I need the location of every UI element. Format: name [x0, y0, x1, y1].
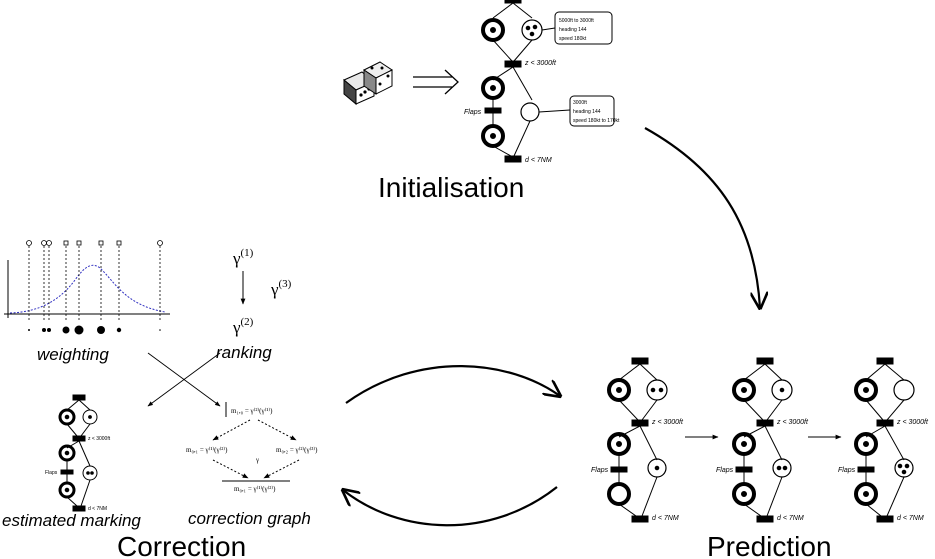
- graph-node-mid: γ: [255, 456, 259, 464]
- marking-guard-distance: d < 7NM: [88, 506, 107, 512]
- arrow-correction-to-prediction: [345, 365, 560, 404]
- graph-node-top: m₁,₀ = γ⁽²⁾(γ⁽¹⁾): [231, 407, 273, 415]
- pred2-guard-altitude: z < 3000ft: [776, 419, 809, 426]
- init-box-1-line-2: heading 144: [559, 27, 587, 33]
- estimated-marking-label: estimated marking: [2, 511, 141, 530]
- estimated-marking-petri-net: [58, 394, 98, 512]
- implies-arrow: [413, 69, 459, 95]
- init-guard-altitude: z < 3000ft: [524, 60, 557, 67]
- arrow-init-to-prediction: [644, 127, 760, 308]
- graph-edge-left-bottom: [212, 459, 249, 479]
- prediction-petri-net-1: [607, 357, 668, 523]
- pred1-guard-altitude: z < 3000ft: [651, 419, 684, 426]
- init-box-2: 3000ft heading 144 speed 180kt to 170kt: [569, 95, 620, 127]
- graph-node-bottom: m₀,₁ = γ⁽¹⁾(γ⁽²⁾): [234, 485, 276, 493]
- ranking-label: ranking: [216, 343, 272, 362]
- init-guard-distance: d < 7NM: [525, 157, 552, 164]
- pred2-flaps-label: Flaps: [716, 467, 734, 474]
- prediction-petri-net-2: [732, 357, 793, 523]
- init-petri-net: [481, 0, 571, 163]
- init-box-1-line-1: 5000ft to 3000ft: [559, 18, 594, 24]
- pred2-guard-distance: d < 7NM: [777, 515, 804, 522]
- correction-title: Correction: [117, 531, 246, 559]
- pred3-guard-altitude: z < 3000ft: [896, 419, 929, 426]
- correction-section: weighting γ(1) γ(3) γ(2) ranking: [2, 240, 318, 559]
- gamma-2: γ(2): [232, 316, 254, 337]
- prediction-petri-net-3: [854, 357, 915, 523]
- weighting-label: weighting: [37, 345, 109, 364]
- init-box-2-line-2: heading 144: [573, 109, 601, 115]
- prediction-section: z < 3000ft Flaps d < 7NM z < 3000ft Flap…: [591, 357, 929, 559]
- correction-graph: m₁,₀ = γ⁽²⁾(γ⁽¹⁾) m₀,₁ = γ⁽¹⁾(γ⁽²⁾) m₀,₂…: [186, 402, 318, 493]
- graph-node-right: m₀,₂ = γ⁽²⁾(γ⁽³⁾): [276, 446, 318, 454]
- pred3-guard-distance: d < 7NM: [897, 515, 924, 522]
- initialisation-title: Initialisation: [378, 172, 524, 203]
- weighting-plot: [4, 240, 170, 335]
- cross-arrow-ranking-to-marking: [147, 352, 221, 407]
- particle-weights: [28, 325, 161, 335]
- graph-edge-top-left: [212, 419, 251, 441]
- init-box-1: 5000ft to 3000ft heading 144 speed 180kt: [554, 11, 613, 45]
- init-flaps-label: Flaps: [464, 109, 482, 116]
- particle-markers: [26, 240, 163, 246]
- init-box-2-line-3: speed 180kt to 170kt: [573, 118, 620, 124]
- marking-guard-altitude: z < 3000ft: [88, 436, 111, 442]
- pred3-flaps-label: Flaps: [838, 467, 856, 474]
- graph-node-left: m₀,₁ = γ⁽¹⁾(γ⁽²⁾): [186, 446, 228, 454]
- marking-flaps-label: Flaps: [45, 470, 58, 476]
- pred1-guard-distance: d < 7NM: [652, 515, 679, 522]
- particle-drop-lines: [28, 246, 161, 322]
- dice-icon: [343, 61, 393, 106]
- prediction-title: Prediction: [707, 531, 832, 559]
- correction-graph-label: correction graph: [188, 509, 311, 528]
- graph-edge-right-bottom: [263, 459, 300, 479]
- gamma-3: γ(3): [270, 278, 292, 299]
- pred1-flaps-label: Flaps: [591, 467, 609, 474]
- arrow-prediction-to-correction: [343, 486, 558, 527]
- initialisation-section: z < 3000ft Flaps d < 7NM 5000ft to 3000f…: [343, 0, 620, 203]
- graph-edge-top-right: [257, 419, 297, 441]
- init-box-2-line-1: 3000ft: [573, 100, 588, 106]
- ranking-diagram: γ(1) γ(3) γ(2): [232, 247, 292, 337]
- gamma-1: γ(1): [232, 247, 254, 268]
- init-box-1-line-3: speed 180kt: [559, 36, 587, 42]
- weighting-gaussian-curve: [9, 264, 166, 314]
